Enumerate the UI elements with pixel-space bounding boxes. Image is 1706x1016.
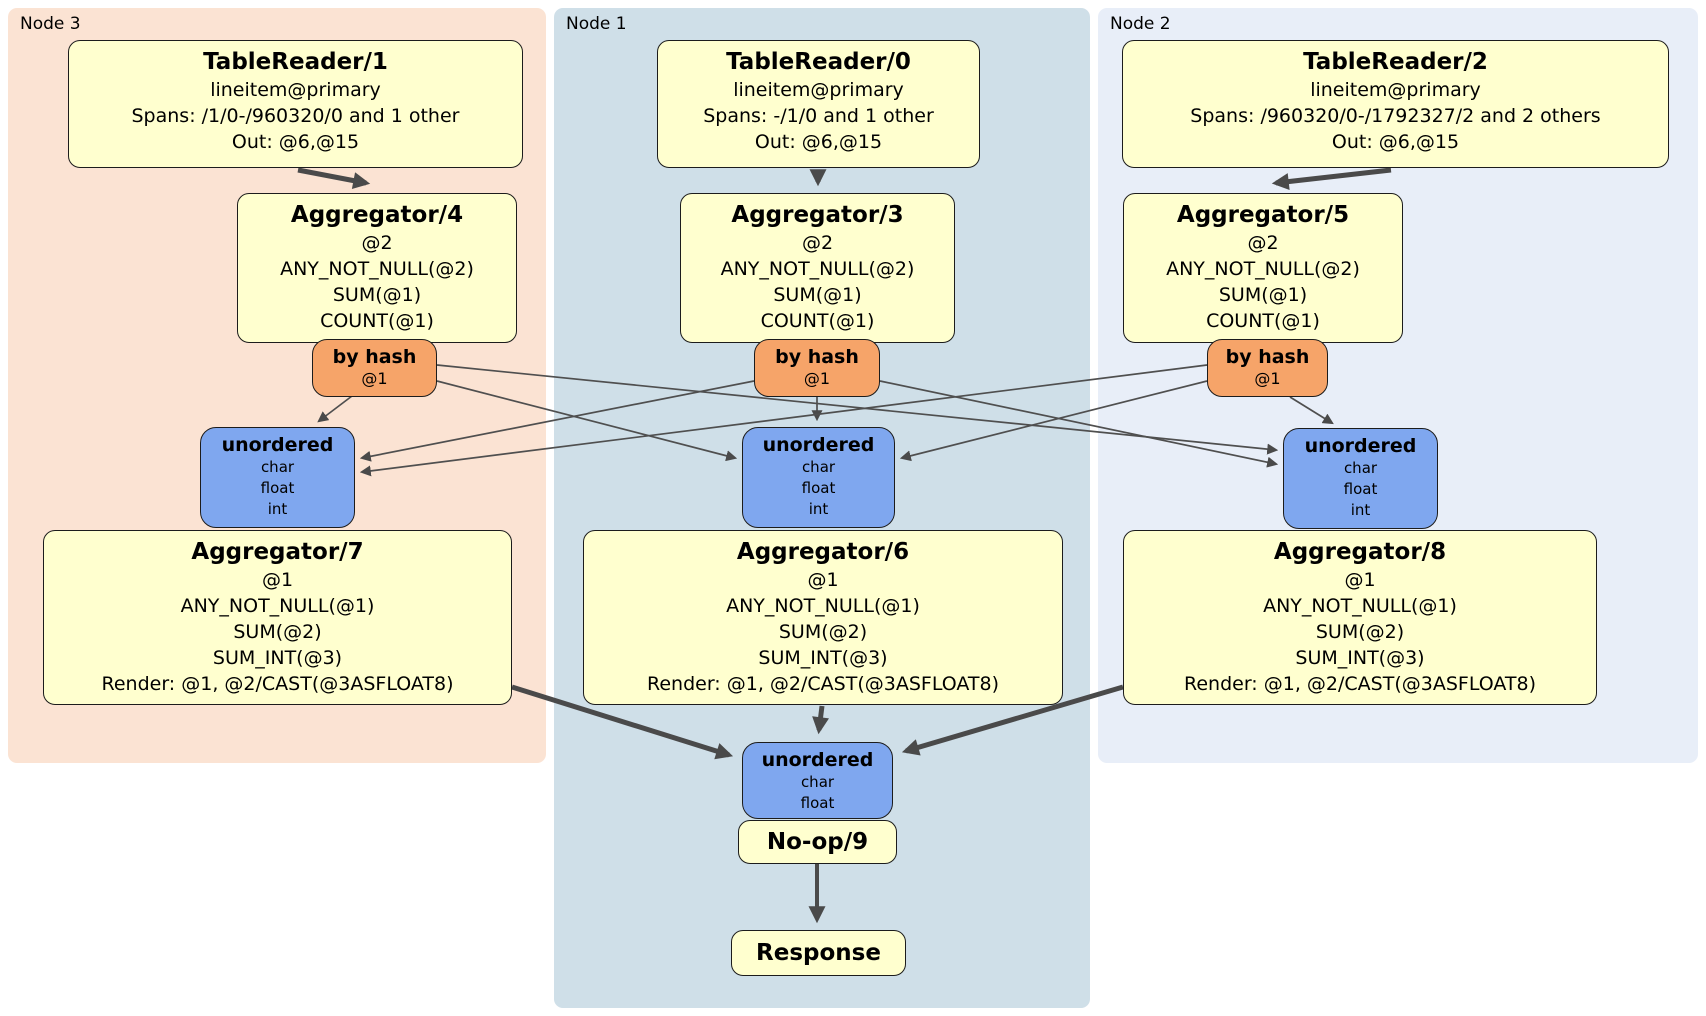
box-title: No-op/9: [766, 829, 869, 855]
sync-line: float: [1343, 480, 1378, 498]
box-line: @2: [361, 232, 393, 254]
sync-line: int: [1350, 501, 1371, 519]
hash-router-node1: by hash @1: [754, 339, 880, 397]
noop-box: No-op/9: [738, 820, 897, 864]
sync-line: char: [260, 458, 295, 476]
box-line: ANY_NOT_NULL(@2): [280, 258, 474, 280]
box-title: Aggregator/7: [191, 539, 364, 565]
box-line: COUNT(@1): [320, 310, 434, 332]
node3-label: Node 3: [20, 14, 81, 34]
table-reader-1-box: TableReader/1 lineitem@primary Spans: /1…: [68, 40, 523, 168]
box-line: SUM(@1): [332, 284, 422, 306]
box-line: @1: [807, 569, 839, 591]
sync-line: int: [267, 500, 288, 518]
box-line: SUM(@2): [233, 621, 322, 643]
table-reader-2-box: TableReader/2 lineitem@primary Spans: /9…: [1122, 40, 1669, 168]
aggregator-4-box: Aggregator/4 @2 ANY_NOT_NULL(@2) SUM(@1)…: [237, 193, 517, 343]
router-detail: @1: [1254, 369, 1281, 388]
box-line: ANY_NOT_NULL(@1): [1263, 595, 1457, 617]
router-title: by hash: [332, 346, 417, 368]
sync-line: float: [260, 479, 295, 497]
response-box: Response: [731, 930, 906, 976]
box-line: Out: @6,@15: [231, 131, 360, 153]
sync-line: float: [801, 479, 836, 497]
box-line: lineitem@primary: [733, 79, 904, 101]
unordered-sync-node1: unordered char float int: [742, 427, 895, 528]
box-line: Render: @1, @2/CAST(@3ASFLOAT8): [101, 673, 454, 695]
box-line: SUM(@2): [1315, 621, 1405, 643]
flow-arrows: [297, 167, 1392, 760]
box-title: Aggregator/5: [1176, 202, 1350, 228]
box-line: COUNT(@1): [760, 310, 875, 332]
router-detail: @1: [361, 369, 388, 388]
box-line: SUM_INT(@3): [1295, 647, 1425, 669]
node1-label: Node 1: [566, 14, 627, 34]
router-title: by hash: [775, 346, 859, 368]
sync-line: char: [800, 773, 835, 791]
aggregator-8-box: Aggregator/8 @1 ANY_NOT_NULL(@1) SUM(@2)…: [1123, 530, 1597, 705]
box-title: Aggregator/6: [736, 539, 910, 565]
router-edges: [317, 364, 1334, 477]
box-line: lineitem@primary: [1310, 79, 1481, 101]
box-line: Out: @6,@15: [1331, 131, 1460, 153]
box-line: SUM(@1): [773, 284, 862, 306]
sync-title: unordered: [221, 434, 334, 456]
aggregator-7-box: Aggregator/7 @1 ANY_NOT_NULL(@1) SUM(@2)…: [43, 530, 512, 705]
box-line: @1: [261, 569, 294, 591]
box-line: Spans: /1/0-/960320/0 and 1 other: [131, 105, 460, 127]
unordered-merge-sync: unordered char float: [742, 742, 893, 819]
aggregator-3-box: Aggregator/3 @2 ANY_NOT_NULL(@2) SUM(@1)…: [680, 193, 955, 343]
sync-title: unordered: [761, 749, 874, 771]
box-line: ANY_NOT_NULL(@1): [726, 595, 920, 617]
aggregator-5-box: Aggregator/5 @2 ANY_NOT_NULL(@2) SUM(@1)…: [1123, 193, 1403, 343]
box-line: ANY_NOT_NULL(@1): [180, 595, 375, 617]
box-line: Spans: -/1/0 and 1 other: [703, 105, 934, 127]
box-line: @2: [1247, 232, 1279, 254]
sync-line: float: [800, 794, 835, 812]
sync-line: char: [1343, 459, 1378, 477]
aggregator-6-box: Aggregator/6 @1 ANY_NOT_NULL(@1) SUM(@2)…: [583, 530, 1063, 705]
sync-title: unordered: [1304, 435, 1417, 457]
box-title: Aggregator/8: [1273, 539, 1447, 565]
box-line: Spans: /960320/0-/1792327/2 and 2 others: [1190, 105, 1601, 127]
box-title: TableReader/2: [1303, 49, 1488, 75]
box-line: ANY_NOT_NULL(@2): [1166, 258, 1360, 280]
box-line: ANY_NOT_NULL(@2): [720, 258, 915, 280]
box-line: SUM(@1): [1218, 284, 1308, 306]
box-line: Render: @1, @2/CAST(@3ASFLOAT8): [1184, 673, 1536, 695]
sync-line: int: [808, 500, 829, 518]
router-detail: @1: [803, 369, 831, 388]
unordered-sync-node2: unordered char float int: [1283, 428, 1438, 529]
box-line: SUM_INT(@3): [212, 647, 343, 669]
unordered-sync-node3: unordered char float int: [200, 427, 355, 528]
box-title: Aggregator/3: [731, 202, 904, 228]
box-title: Aggregator/4: [290, 202, 464, 228]
table-reader-0-box: TableReader/0 lineitem@primary Spans: -/…: [657, 40, 980, 168]
box-line: lineitem@primary: [210, 79, 381, 101]
box-title: TableReader/1: [203, 49, 388, 75]
sync-title: unordered: [762, 434, 875, 456]
box-line: SUM(@2): [778, 621, 868, 643]
router-title: by hash: [1225, 346, 1310, 368]
box-line: @2: [801, 232, 834, 254]
node2-label: Node 2: [1110, 14, 1171, 34]
box-title: TableReader/0: [726, 49, 911, 75]
box-line: Render: @1, @2/CAST(@3ASFLOAT8): [647, 673, 999, 695]
box-line: @1: [1344, 569, 1376, 591]
hash-router-node3: by hash @1: [312, 339, 437, 397]
box-line: Out: @6,@15: [754, 131, 883, 153]
box-line: SUM_INT(@3): [758, 647, 888, 669]
box-title: Response: [756, 940, 881, 966]
box-line: COUNT(@1): [1206, 310, 1320, 332]
hash-router-node2: by hash @1: [1207, 339, 1328, 397]
sync-line: char: [801, 458, 836, 476]
